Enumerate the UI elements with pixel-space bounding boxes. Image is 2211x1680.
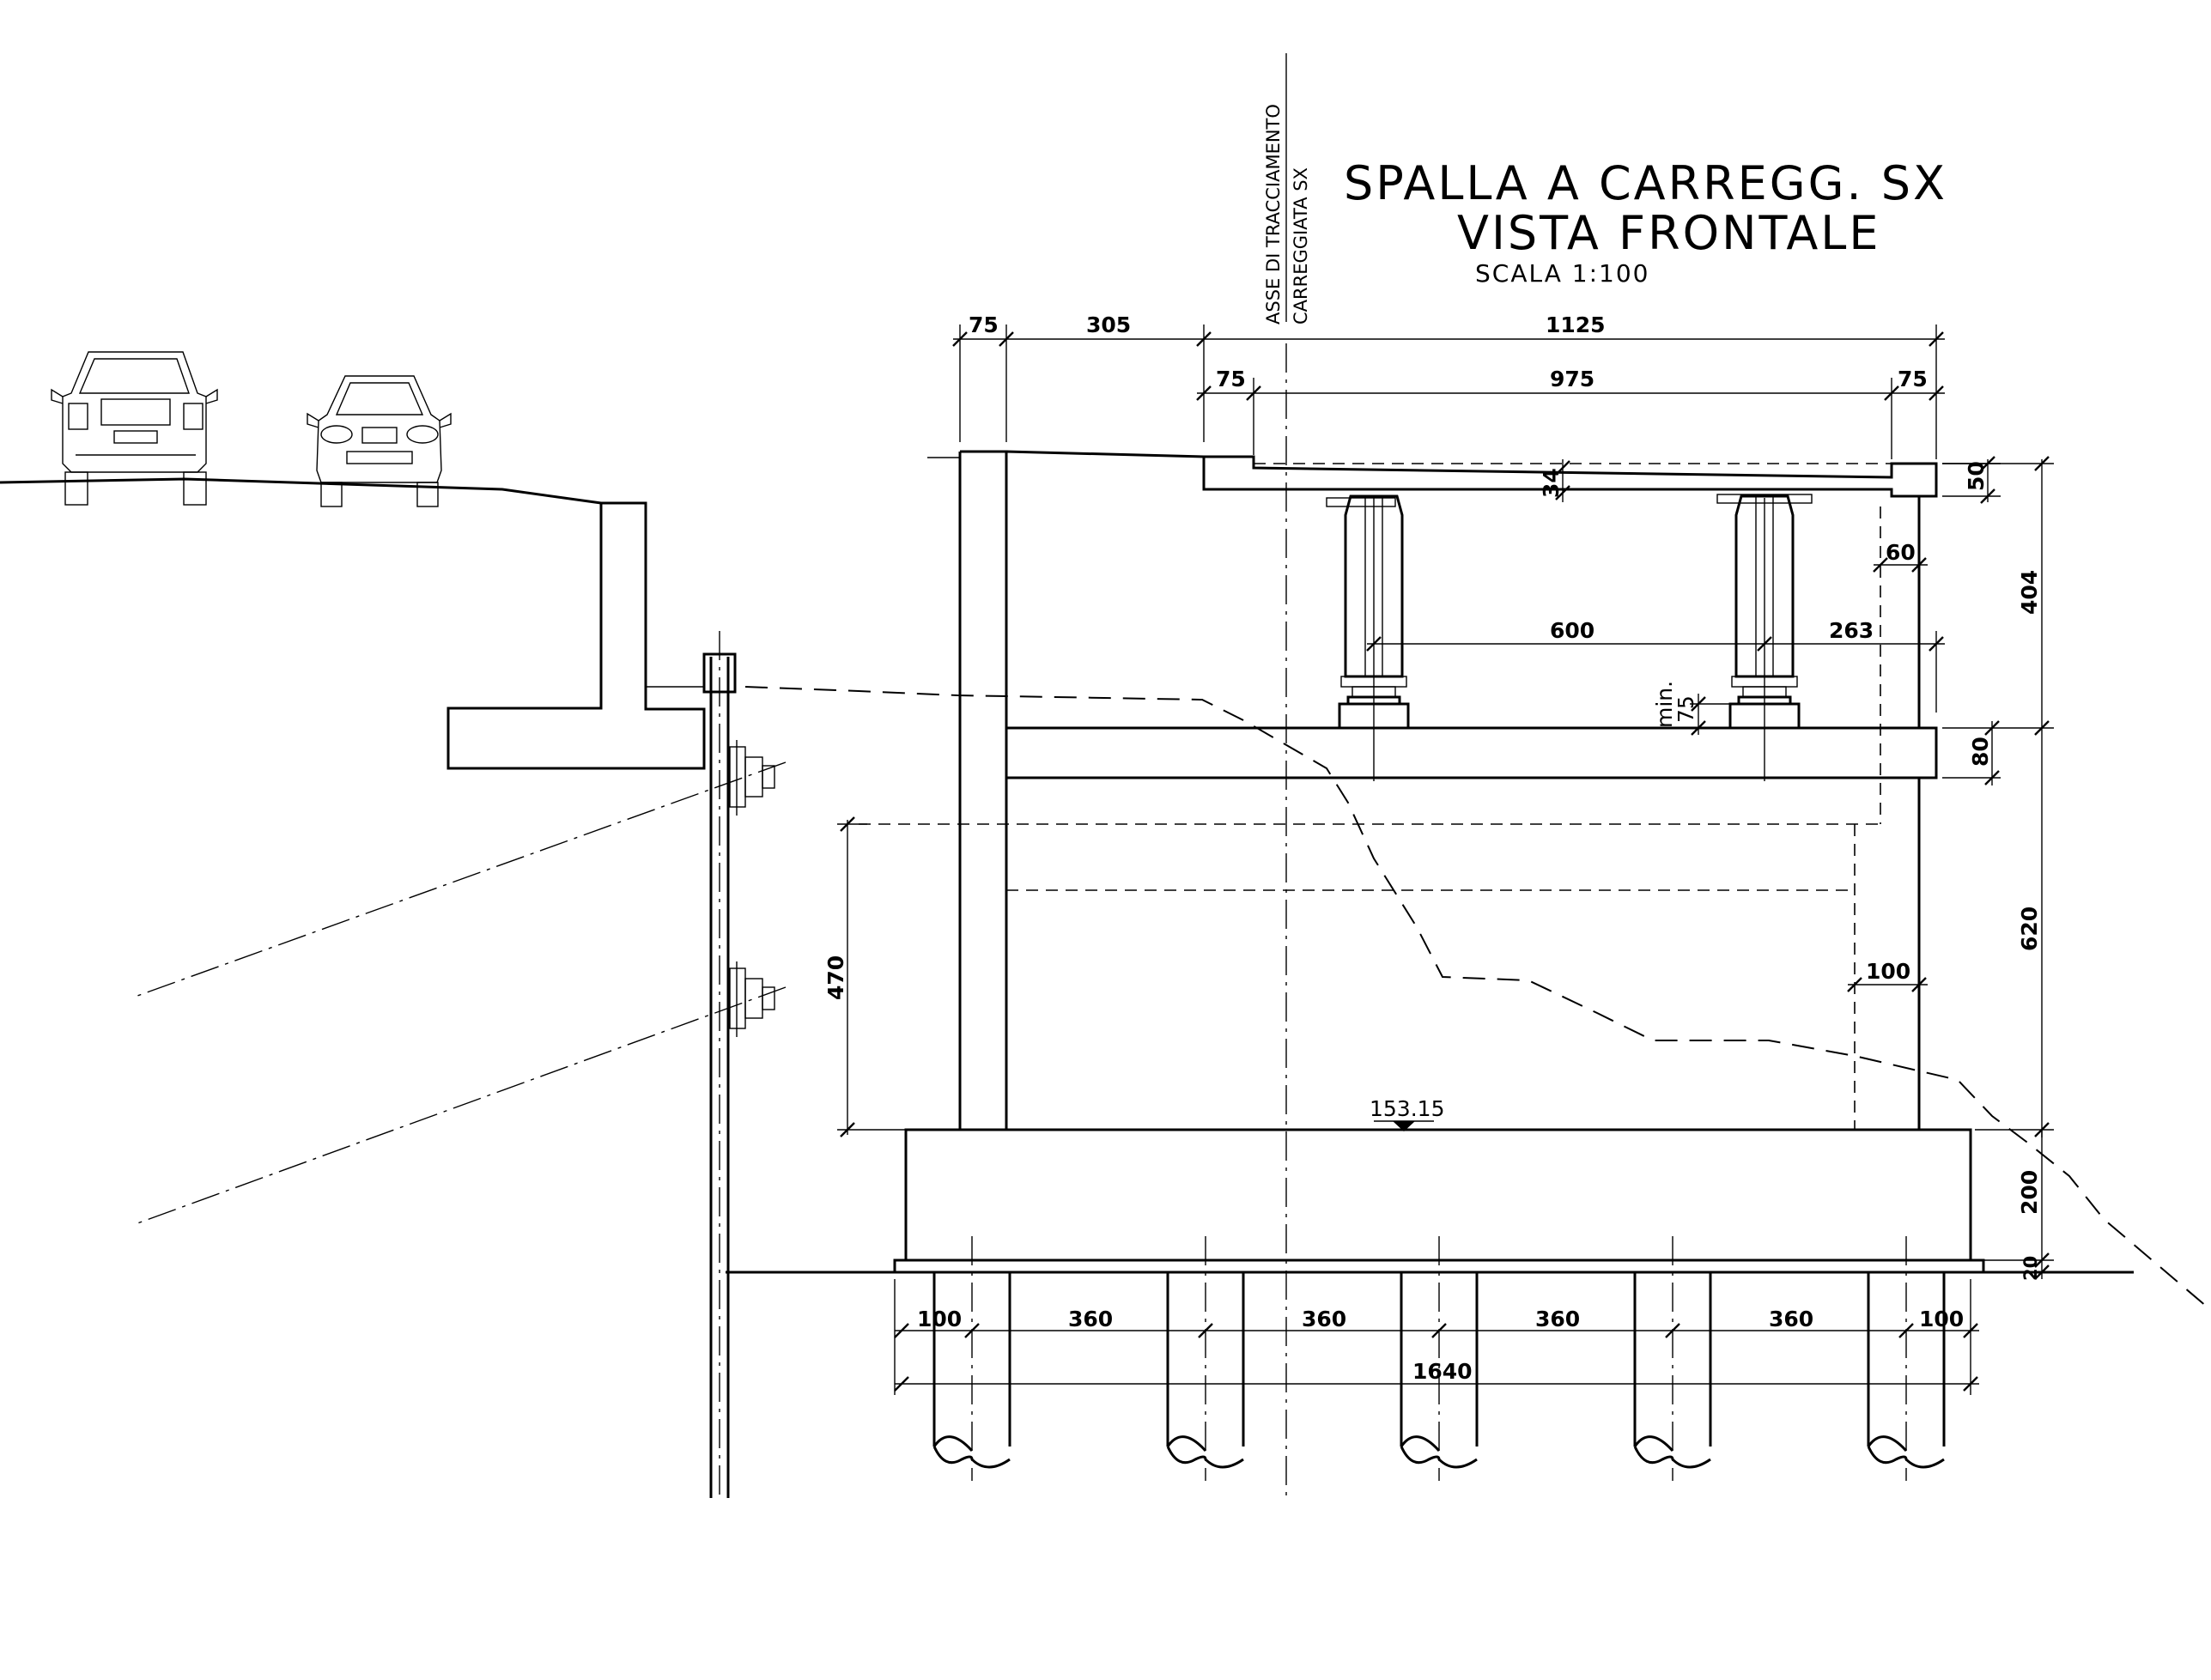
bearing-plate-1 (1326, 497, 1396, 507)
dim-second-975: 975 (1550, 367, 1594, 391)
anchor-head-lower-icon (729, 961, 775, 1037)
car-front-icon (307, 375, 452, 507)
dim-top-305: 305 (1086, 312, 1131, 337)
dim-total-1640: 1640 (1412, 1359, 1473, 1384)
axis-label-line1: ASSE DI TRACCIAMENTO (1263, 104, 1284, 324)
dim-footing-200: 200 (2017, 1170, 2042, 1215)
pile-3 (1400, 1236, 1479, 1481)
dim-pile-100-right: 100 (1919, 1307, 1964, 1331)
pile-5 (1867, 1236, 1946, 1481)
deck-slab (1202, 455, 1938, 498)
cross-beam (1005, 726, 1938, 779)
retaining-wall (446, 501, 706, 770)
anchor-tendon-upper (137, 761, 787, 997)
dim-offset-100: 100 (1866, 959, 1910, 984)
dim-top-1125: 1125 (1546, 312, 1606, 337)
dim-min-label: min. (1652, 681, 1677, 728)
dim-span-600: 600 (1550, 618, 1594, 643)
dim-pile-100-left: 100 (917, 1307, 962, 1331)
road-surface (0, 477, 602, 505)
anchor-head-upper-icon (729, 740, 775, 816)
dim-pile-360-3: 360 (1535, 1307, 1580, 1331)
dim-pile-360-4: 360 (1769, 1307, 1813, 1331)
pile-2 (1166, 1236, 1245, 1481)
anchor-tendon-lower (137, 986, 787, 1224)
dimensions: 75 305 1125 75 975 75 34 50 404 620 (823, 312, 2054, 1395)
dim-top-75: 75 (969, 312, 999, 337)
pile-1 (932, 1236, 1011, 1481)
terrain-profile-dashed (744, 686, 2208, 1307)
dim-height-404: 404 (2017, 570, 2042, 615)
axis-label-line2: CARREGGIATA SX (1291, 167, 1311, 324)
wall-top-slope (1005, 450, 1205, 458)
drawing-subtitle: VISTA FRONTALE (1457, 206, 1880, 260)
sheet-pile-cap (702, 652, 737, 694)
bearing-pedestal-1 (1338, 494, 1410, 781)
piles (932, 1236, 1946, 1481)
pile-4 (1633, 1236, 1712, 1481)
drawing-title: SPALLA A CARREGG. SX (1344, 156, 1947, 210)
dim-wall-470: 470 (823, 955, 848, 1000)
dim-span-263: 263 (1829, 618, 1874, 643)
dim-offset-60: 60 (1886, 540, 1916, 565)
footing (904, 1128, 1972, 1262)
abutment-back-wall (958, 450, 1008, 1131)
dim-cap-50: 50 (1964, 461, 1989, 491)
dim-second-75-right: 75 (1898, 367, 1928, 391)
axis-label: ASSE DI TRACCIAMENTO CARREGGIATA SX (1263, 104, 1311, 324)
dim-deck-34: 34 (1539, 468, 1564, 498)
dim-second-75-left: 75 (1216, 367, 1246, 391)
dim-height-620: 620 (2017, 907, 2042, 951)
dim-blinding-20: 20 (2020, 1256, 2041, 1281)
elevation-value: 153.15 (1370, 1096, 1444, 1121)
bearing-plate-2 (1716, 494, 1813, 504)
elevation-marker: 153.15 (1370, 1096, 1444, 1131)
dim-pile-360-1: 360 (1068, 1307, 1113, 1331)
drawing-scale: SCALA 1:100 (1475, 259, 1649, 288)
car-rear-icon (51, 351, 218, 506)
dim-beam-80: 80 (1968, 737, 1993, 767)
dim-pile-360-2: 360 (1302, 1307, 1346, 1331)
dim-min-75: 75 (1673, 695, 1698, 723)
bearing-pedestal-2 (1728, 494, 1801, 781)
